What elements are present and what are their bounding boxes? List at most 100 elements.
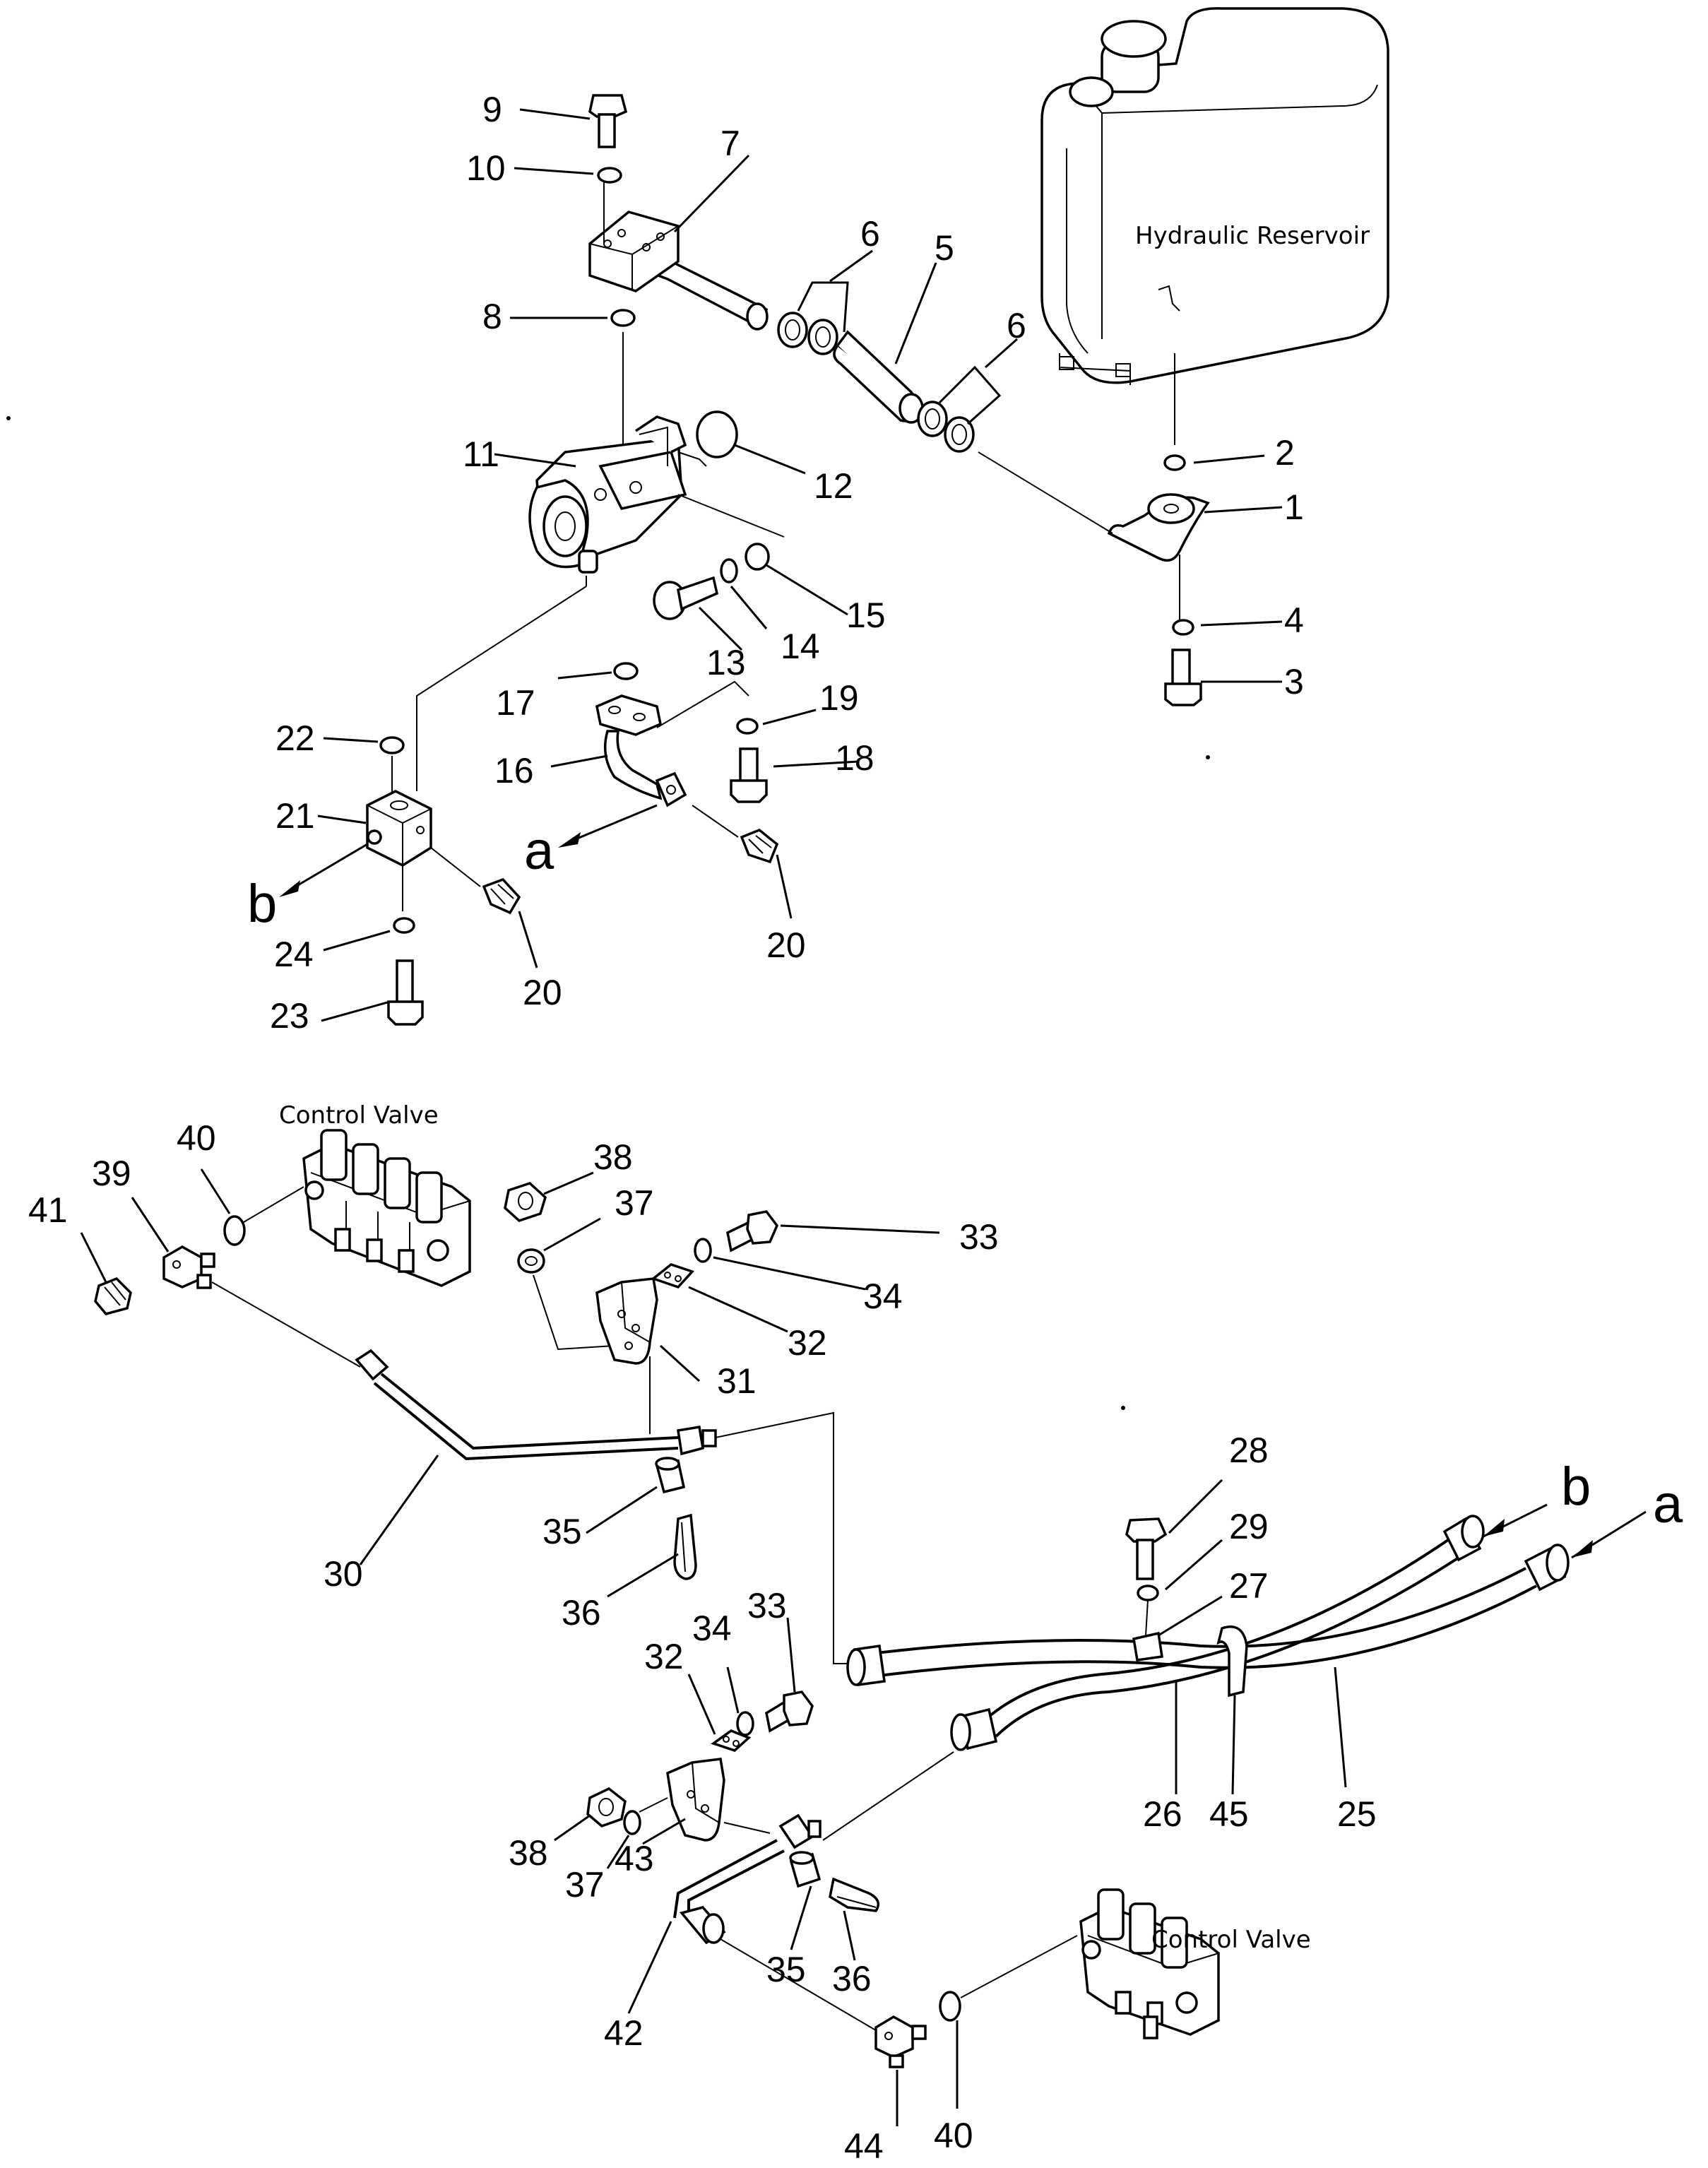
sleeve-35-bottom	[789, 1851, 822, 1888]
callout-27: 27	[1229, 1566, 1269, 1606]
suction-elbow-1	[1107, 493, 1210, 622]
hydraulic-pump-11	[528, 415, 785, 574]
callout-1: 1	[1284, 487, 1304, 527]
o-ring-2	[1163, 454, 1186, 471]
callout-38: 38	[509, 1833, 548, 1873]
washer-19	[736, 718, 759, 735]
callout-11: 11	[463, 434, 499, 474]
hydraulic-reservoir	[1040, 7, 1389, 385]
callout-12: 12	[814, 466, 853, 506]
o-ring-17	[613, 662, 639, 680]
callout-3: 3	[1284, 662, 1304, 701]
callout-43: 43	[615, 1839, 654, 1878]
callout-4: 4	[1284, 600, 1304, 640]
callout-23: 23	[270, 996, 309, 1036]
bolt-9	[588, 94, 628, 148]
callout-25: 25	[1337, 1794, 1377, 1834]
callout-33: 33	[747, 1586, 787, 1625]
callout-38: 38	[593, 1137, 633, 1177]
clamp-plate-32-top	[651, 1263, 695, 1289]
callout-7: 7	[720, 124, 740, 163]
washer-34-bottom	[736, 1711, 754, 1736]
washer-24	[393, 917, 415, 934]
washer-10	[597, 167, 622, 184]
callout-15: 15	[846, 596, 886, 635]
callout-37: 37	[565, 1865, 605, 1905]
hose-clamp-6-right	[917, 401, 975, 453]
clip-36-bottom	[829, 1877, 880, 1912]
bolt-33-bottom	[765, 1690, 814, 1733]
washer-37-bottom	[623, 1810, 641, 1835]
callout-40: 40	[934, 2116, 973, 2155]
reservoir-caption: Hydraulic Reservoir	[1135, 222, 1370, 250]
washer-14	[720, 558, 738, 584]
callout-17: 17	[496, 683, 535, 723]
callout-32: 32	[644, 1637, 684, 1676]
nut-38-top	[504, 1182, 547, 1222]
callout-20: 20	[523, 973, 562, 1012]
washer-4	[1172, 619, 1194, 636]
connection-letter-a-top: a	[524, 821, 554, 881]
clamp-27	[1132, 1631, 1163, 1661]
bracket-31	[595, 1277, 658, 1365]
callout-36: 36	[832, 1959, 872, 1998]
callout-35: 35	[766, 1950, 806, 1989]
tee-block-21	[366, 790, 432, 867]
callout-34: 34	[863, 1276, 903, 1316]
bracket-43	[666, 1758, 725, 1842]
bolt-18	[730, 747, 768, 803]
nut-38-bottom	[586, 1787, 627, 1828]
control-valve-bottom	[1079, 1888, 1220, 2039]
suction-block-7	[588, 211, 769, 331]
connection-letter-a-bottom: a	[1653, 1474, 1683, 1534]
callout-34: 34	[692, 1609, 732, 1648]
tube-42	[673, 1813, 822, 1945]
o-ring-8	[610, 309, 636, 327]
connector-20-left	[482, 877, 521, 915]
callout-10: 10	[466, 148, 506, 188]
washer-34-top	[694, 1238, 712, 1263]
o-ring-22	[379, 736, 405, 754]
callout-40: 40	[177, 1118, 216, 1158]
callout-26: 26	[1143, 1794, 1182, 1834]
callout-42: 42	[604, 2013, 644, 2053]
connection-letter-b-bottom: b	[1561, 1457, 1591, 1517]
elbow-fitting-39	[162, 1245, 215, 1289]
callout-16: 16	[494, 751, 534, 790]
callout-22: 22	[275, 718, 315, 758]
callout-31: 31	[717, 1361, 757, 1401]
connection-letter-b-top: b	[247, 874, 277, 934]
bolt-13	[653, 576, 719, 620]
clip-36-top	[673, 1513, 697, 1580]
callout-45: 45	[1209, 1794, 1249, 1834]
sleeve-35-top	[655, 1457, 686, 1494]
control-valve-bottom-caption: Control Valve	[1151, 1926, 1311, 1954]
callout-9: 9	[482, 90, 502, 129]
callout-33: 33	[959, 1217, 999, 1257]
washer-29	[1137, 1584, 1159, 1601]
callout-18: 18	[835, 738, 874, 778]
plug-41	[94, 1276, 132, 1315]
callout-6: 6	[860, 214, 880, 254]
callout-14: 14	[781, 627, 820, 666]
callout-35: 35	[542, 1512, 582, 1551]
callout-6: 6	[1007, 306, 1026, 345]
callout-21: 21	[275, 796, 315, 836]
o-ring-12	[696, 410, 738, 458]
callout-2: 2	[1275, 433, 1295, 473]
callout-19: 19	[819, 678, 859, 718]
control-valve-top-caption: Control Valve	[279, 1101, 439, 1130]
tube-30	[355, 1349, 717, 1461]
delivery-elbow-16	[595, 694, 687, 807]
band-45	[1216, 1625, 1248, 1698]
o-ring-40-bottom	[939, 1991, 961, 2022]
hose-clamp-6-left	[777, 312, 838, 355]
bolt-28	[1125, 1517, 1168, 1580]
o-ring-40-top	[223, 1215, 246, 1246]
hose-26	[950, 1515, 1485, 1751]
callout-13: 13	[706, 643, 746, 682]
callout-32: 32	[788, 1323, 827, 1363]
callout-36: 36	[562, 1593, 601, 1633]
callout-39: 39	[92, 1154, 131, 1193]
